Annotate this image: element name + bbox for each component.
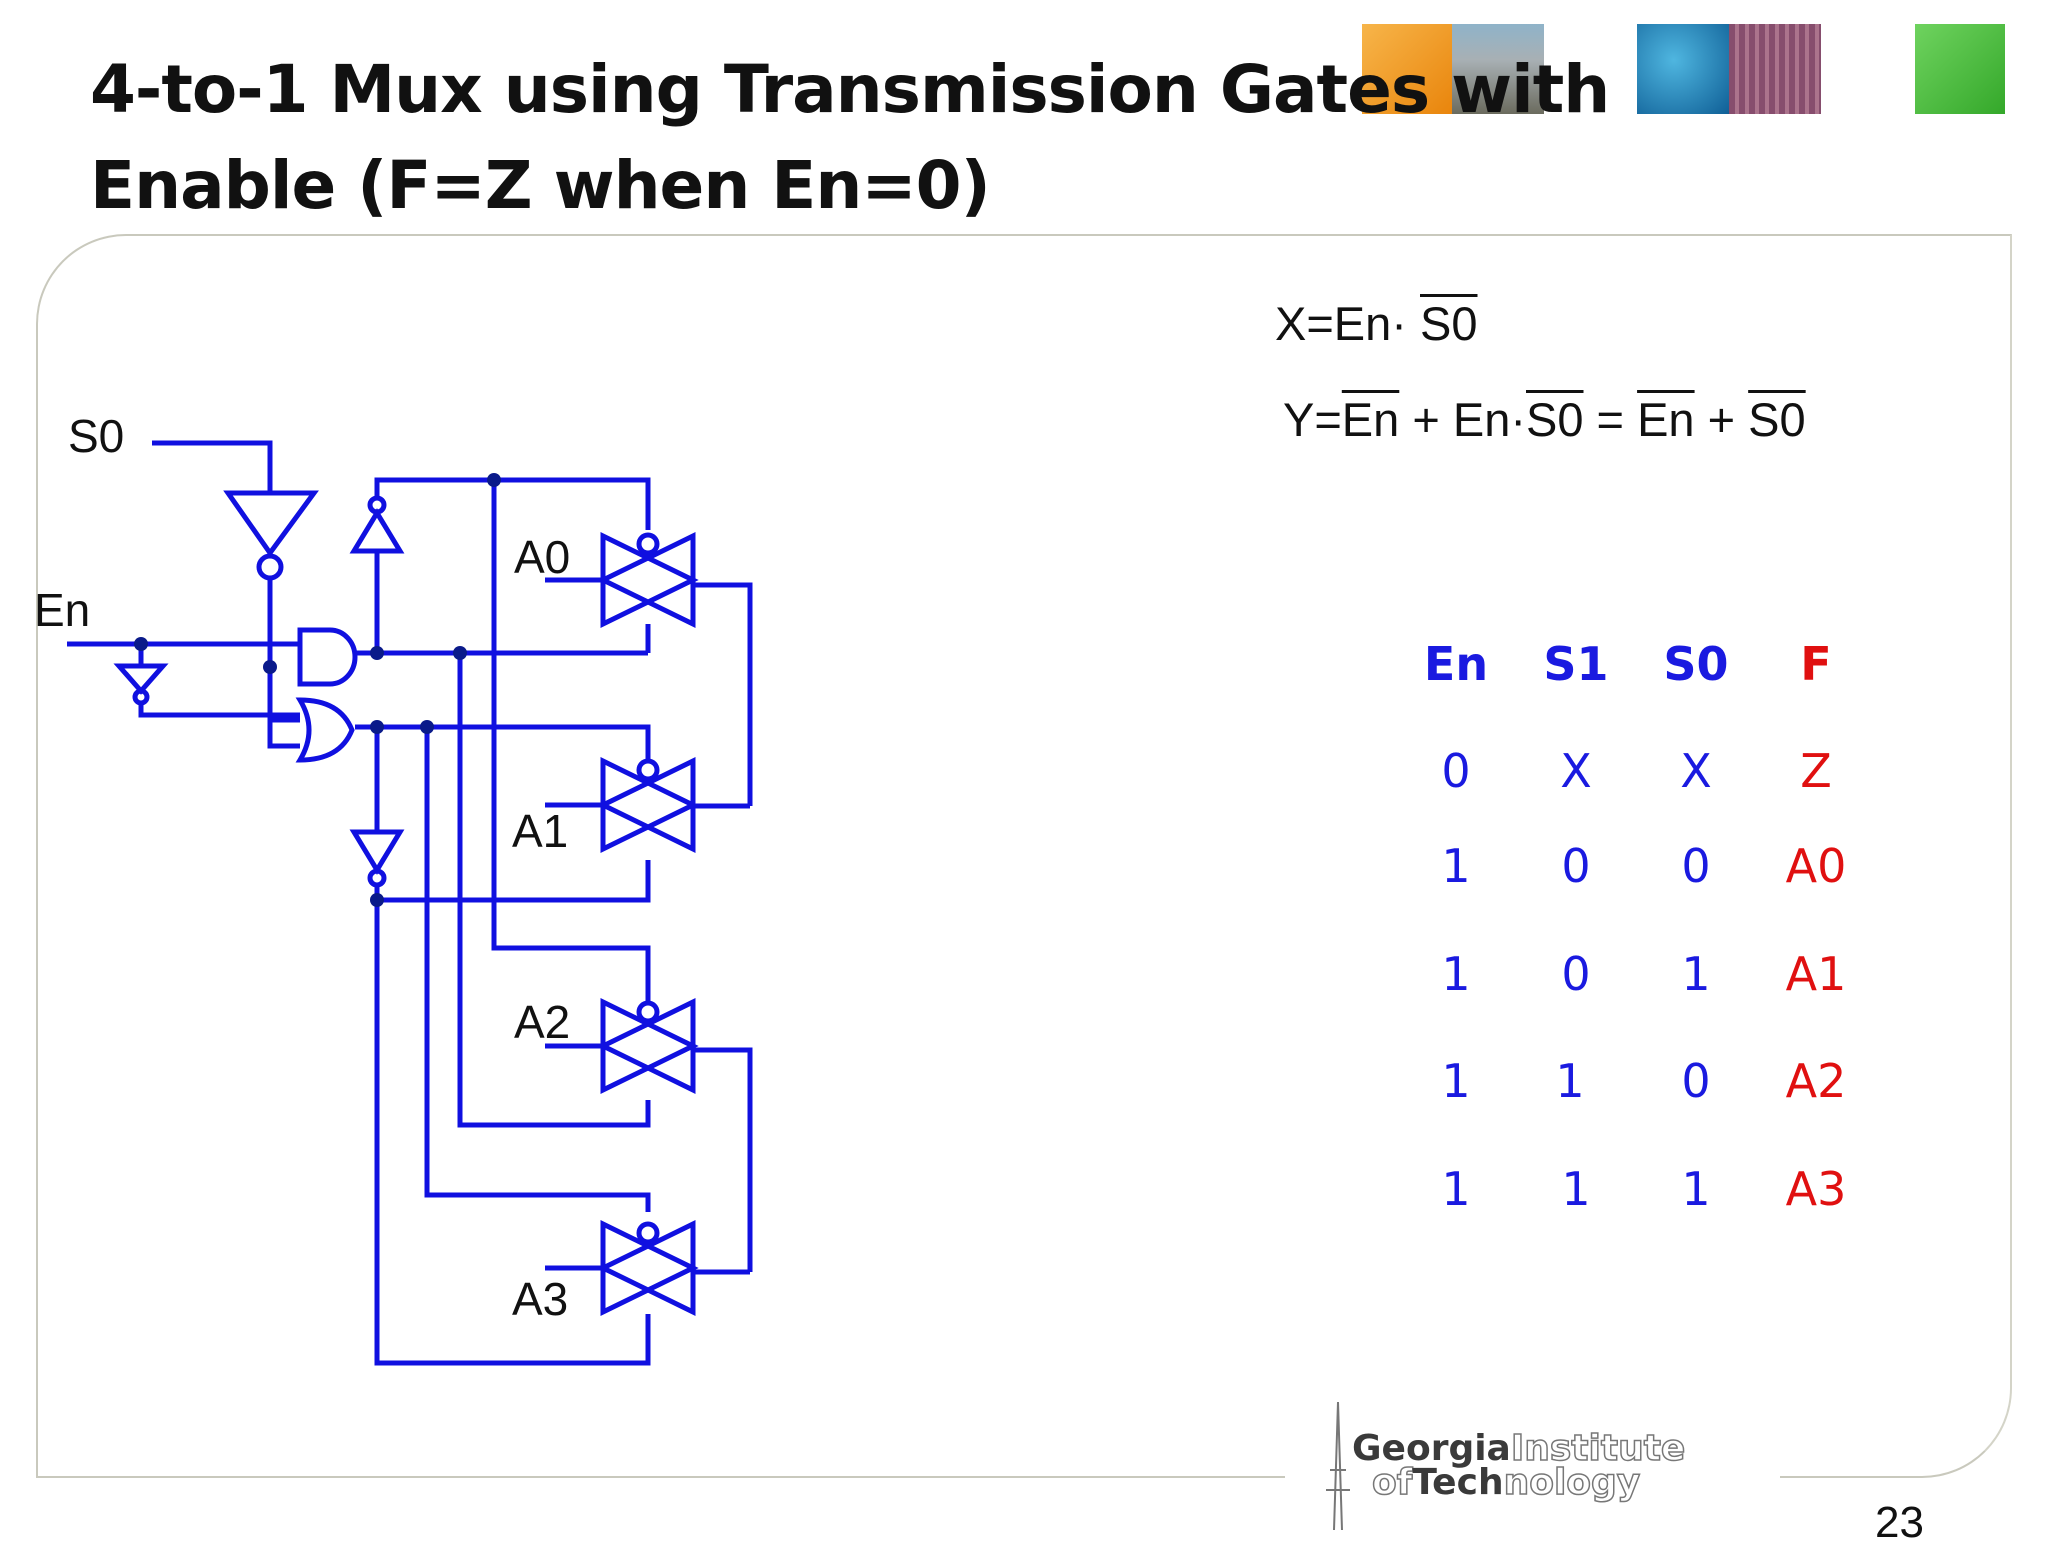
header-image-orange <box>1362 24 1452 114</box>
s0-label: S0 <box>68 410 124 462</box>
tt-cell: 1 <box>1441 839 1471 893</box>
tt-header-s0: S0 <box>1663 637 1729 691</box>
content-frame <box>36 234 2012 1478</box>
s0-inverter-bubble <box>256 553 284 581</box>
ybar-to-a3-wire <box>374 900 651 1366</box>
formula-y-s0bar-2: S0 <box>1748 393 1806 446</box>
formula-y-s0bar-1: S0 <box>1526 393 1584 446</box>
logo-institute: Institute <box>1510 1428 1686 1469</box>
tt-cell: 1 <box>1441 1054 1471 1108</box>
tt-cell: Z <box>1800 744 1832 798</box>
tt-cell: 1 <box>1681 1162 1711 1216</box>
a0-output-wire <box>693 582 753 806</box>
s0-wire <box>152 440 273 493</box>
xbar-wire <box>374 477 651 530</box>
tt-cell: 1 <box>1555 1054 1585 1108</box>
logo-tower-icon <box>1326 1401 1350 1531</box>
circuit-wires <box>67 440 753 1366</box>
formula-x: X=En· S0 <box>1275 300 1478 347</box>
page-number: 23 <box>1875 1498 1924 1547</box>
en-inverter-bubble <box>132 688 150 706</box>
tt-cell: 1 <box>1561 1162 1591 1216</box>
x-inverter-bubble <box>367 495 387 515</box>
formula-y-mid-3: + <box>1694 393 1749 446</box>
slide-title: 4-to-1 Mux using Transmission Gates with… <box>90 42 1610 234</box>
formula-y: Y=En + En·S0 = En + S0 <box>1283 396 1806 443</box>
tt-cell: X <box>1680 744 1712 798</box>
a1-label: A1 <box>512 805 568 857</box>
tt-cell: A1 <box>1785 947 1847 1001</box>
or-gate <box>295 697 355 763</box>
tt-cell: 1 <box>1441 947 1471 1001</box>
s0-to-or-wire <box>267 620 300 749</box>
x-to-a2-wire <box>457 653 651 1128</box>
tg-a3 <box>597 1219 699 1317</box>
title-line-1: 4-to-1 Mux using Transmission Gates with <box>90 51 1610 128</box>
tt-cell: 1 <box>1441 1162 1471 1216</box>
tg-a2 <box>597 997 699 1095</box>
tg-a1 <box>597 756 699 854</box>
logo-tech: Tech <box>1412 1462 1504 1503</box>
header-image-blue <box>1637 24 1729 114</box>
a2-label: A2 <box>514 996 570 1048</box>
tt-header-en: En <box>1423 637 1489 691</box>
en-label: En <box>34 584 90 636</box>
formula-y-mid-1: + En· <box>1399 393 1526 446</box>
xbar-to-a2-wire <box>491 480 651 1002</box>
formula-y-enbar-2: En <box>1637 393 1695 446</box>
y-inverter <box>349 829 405 875</box>
and-gate <box>297 627 358 687</box>
formula-x-s0bar: S0 <box>1420 297 1478 350</box>
tt-cell: X <box>1560 744 1592 798</box>
tt-cell: 0 <box>1561 839 1591 893</box>
tt-cell: 0 <box>1681 839 1711 893</box>
en-inverter <box>113 663 169 695</box>
enbar-wire <box>138 703 300 718</box>
logo-nology: nology <box>1503 1462 1641 1503</box>
tt-header-s1: S1 <box>1543 637 1609 691</box>
header-image-campus <box>1452 24 1544 114</box>
formula-y-enbar-1: En <box>1341 393 1400 446</box>
tt-cell: 1 <box>1681 947 1711 1001</box>
logo-georgia: Georgia <box>1352 1428 1511 1469</box>
tt-cell: A3 <box>1785 1162 1847 1216</box>
tt-cell: 0 <box>1441 744 1471 798</box>
formula-y-mid-2: = <box>1583 393 1638 446</box>
tt-cell: A2 <box>1785 1054 1847 1108</box>
tt-cell: 0 <box>1681 1054 1711 1108</box>
y-wire <box>355 724 651 760</box>
formula-y-prefix: Y= <box>1283 393 1342 446</box>
tt-cell: 0 <box>1561 947 1591 1001</box>
georgia-tech-logo: GeorgiaInstitute ofTechnology <box>1352 1430 1686 1503</box>
a2-output-wire <box>693 1047 753 1272</box>
logo-of: of <box>1371 1462 1413 1503</box>
s0-inverter <box>223 490 319 558</box>
y-to-a3-wire <box>424 727 651 1212</box>
tt-header-f: F <box>1800 637 1832 691</box>
x-inverter <box>349 508 405 554</box>
circuit-junctions <box>134 473 501 907</box>
a3-label: A3 <box>512 1273 568 1325</box>
header-image-green <box>1915 24 2005 114</box>
s0bar-wire <box>267 578 300 723</box>
formula-x-prefix: X=En· <box>1275 297 1420 350</box>
tt-cell: A0 <box>1785 839 1847 893</box>
ybar-wire <box>374 860 651 903</box>
a0-label: A0 <box>514 531 570 583</box>
y-inverter-bubble <box>367 868 387 888</box>
header-image-chip <box>1729 24 1821 114</box>
title-line-2: Enable (F=Z when En=0) <box>90 147 991 224</box>
circuit-labels: S0 En A0 A1 A2 A3 <box>34 410 570 1325</box>
tg-a0 <box>597 531 699 629</box>
